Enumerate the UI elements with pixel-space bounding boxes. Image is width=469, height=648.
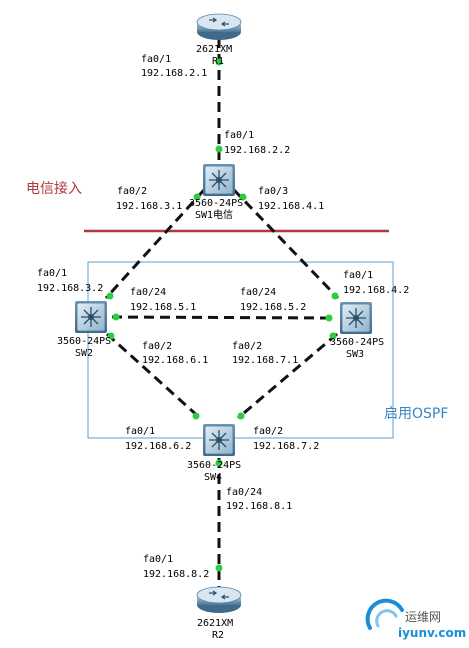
- port-dot: [107, 332, 115, 340]
- ip-label: 192.168.7.1: [232, 355, 299, 366]
- r1-model-label: 2621XM: [196, 44, 233, 55]
- port-dot: [215, 459, 223, 467]
- sw1-name-label: SW1电信: [195, 210, 234, 221]
- sw2-model-label: 3560-24PS: [57, 336, 112, 347]
- switch-icon[interactable]: [340, 302, 372, 334]
- ip-label: 192.168.6.1: [142, 355, 209, 366]
- port-label: fa0/2: [117, 186, 148, 197]
- port-dot: [106, 292, 114, 300]
- port-dot: [215, 58, 223, 66]
- link-sw2-sw3: [111, 315, 333, 320]
- port-label: fa0/1: [224, 130, 255, 141]
- sw4-model-label: 3560-24PS: [187, 460, 242, 471]
- port-label: fa0/2: [232, 341, 263, 352]
- port-dot: [193, 193, 201, 201]
- ip-label: 192.168.8.2: [143, 569, 210, 580]
- port-dot: [329, 332, 337, 340]
- router-icon[interactable]: [196, 586, 242, 613]
- link-sw1-sw2: [104, 188, 206, 300]
- ip-label: 192.168.5.2: [240, 302, 307, 313]
- port-label: fa0/2: [142, 341, 173, 352]
- switch-icon[interactable]: [203, 424, 235, 456]
- port-dot: [239, 193, 247, 201]
- ip-label: 192.168.5.1: [130, 302, 197, 313]
- sw2-name-label: SW2: [75, 348, 94, 359]
- port-label: fa0/1: [125, 426, 156, 437]
- port-label: fa0/24: [226, 487, 263, 498]
- ip-label: 192.168.8.1: [226, 501, 293, 512]
- sw3-model-label: 3560-24PS: [330, 337, 385, 348]
- ospf-region-box: [87, 261, 394, 439]
- port-label: fa0/2: [253, 426, 284, 437]
- ip-label: 192.168.4.1: [258, 201, 325, 212]
- port-dot: [331, 292, 339, 300]
- port-label: fa0/1: [343, 270, 374, 281]
- r1-name-label: R1: [212, 56, 225, 67]
- switch-icon[interactable]: [203, 164, 235, 196]
- sw1-model-label: 3560-24PS: [189, 198, 244, 209]
- port-dot: [112, 313, 120, 321]
- port-label: fa0/1: [143, 554, 174, 565]
- ospf-enabled-label: 启用OSPF: [384, 406, 449, 422]
- r2-model-label: 2621XM: [197, 618, 234, 629]
- ip-label: 192.168.6.2: [125, 441, 192, 452]
- sw3-name-label: SW3: [346, 349, 365, 360]
- ip-label: 192.168.7.2: [253, 441, 320, 452]
- ip-label: 192.168.2.2: [224, 145, 291, 156]
- port-dot: [192, 412, 200, 420]
- watermark-logo-icon: [365, 598, 404, 630]
- link-sw1-sw3: [232, 188, 340, 300]
- watermark-brand: 运维网: [405, 610, 442, 624]
- port-label: fa0/1: [141, 54, 172, 65]
- link-sw2-sw4: [105, 332, 202, 420]
- ip-label: 192.168.3.1: [116, 201, 183, 212]
- telecom-access-label: 电信接入: [26, 181, 82, 197]
- link-sw3-sw4: [237, 332, 338, 420]
- port-label: fa0/24: [240, 287, 277, 298]
- ip-label: 192.168.4.2: [343, 285, 410, 296]
- ip-label: 192.168.2.1: [141, 68, 208, 79]
- switch-icon[interactable]: [75, 301, 107, 333]
- port-dot: [215, 564, 223, 572]
- sw4-name-label: SW4: [204, 472, 223, 483]
- port-dot: [237, 412, 245, 420]
- router-icon[interactable]: [196, 13, 242, 40]
- watermark-url: iyunv.com: [398, 626, 467, 640]
- port-dot: [325, 314, 333, 322]
- port-label: fa0/3: [258, 186, 289, 197]
- ip-label: 192.168.3.2: [37, 283, 104, 294]
- port-dot: [215, 145, 223, 153]
- port-label: fa0/24: [130, 287, 167, 298]
- r2-name-label: R2: [212, 630, 225, 641]
- port-label: fa0/1: [37, 268, 68, 279]
